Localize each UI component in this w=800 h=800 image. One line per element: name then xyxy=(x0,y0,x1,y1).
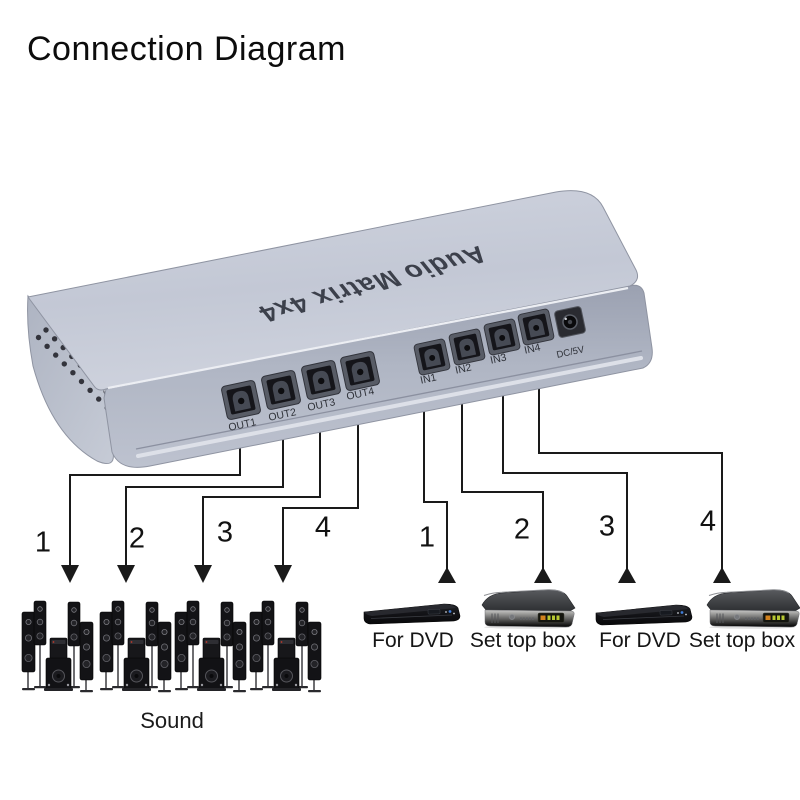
speaker-set-1 xyxy=(21,600,94,694)
port-out2 xyxy=(261,370,301,410)
line-in-1 xyxy=(423,398,448,583)
source-label-dvd-1: For DVD xyxy=(372,629,454,652)
arrow-down-icon xyxy=(274,565,292,583)
port-label-in1: IN1 xyxy=(419,371,438,386)
speaker-set-2 xyxy=(99,600,172,694)
input-connection-lines xyxy=(423,378,723,583)
line-out-2 xyxy=(125,426,284,567)
dvd-player-1 xyxy=(363,603,461,625)
arrow-up-icon xyxy=(713,567,731,583)
arrow-down-icon xyxy=(117,565,135,583)
speaker-set-3 xyxy=(174,600,247,694)
input-number-3: 3 xyxy=(598,510,616,543)
port-label-out1: OUT1 xyxy=(227,416,257,434)
set-top-box-1 xyxy=(481,589,576,630)
arrow-down-icon xyxy=(194,565,212,583)
input-number-1: 1 xyxy=(418,521,436,554)
input-arrowheads xyxy=(438,567,731,583)
arrow-up-icon xyxy=(534,567,552,583)
port-label-out2: OUT2 xyxy=(267,406,297,424)
line-out-4 xyxy=(282,410,359,567)
page-title: Connection Diagram xyxy=(27,30,346,68)
output-arrowheads xyxy=(61,565,292,583)
arrow-up-icon xyxy=(618,567,636,583)
line-out-3 xyxy=(202,418,321,567)
port-out1 xyxy=(221,380,261,420)
input-number-2: 2 xyxy=(513,513,531,546)
input-number-4: 4 xyxy=(699,505,717,538)
output-number-3: 3 xyxy=(216,516,234,549)
line-in-4 xyxy=(538,378,723,583)
line-in-2 xyxy=(461,393,544,583)
source-label-stb-1: Set top box xyxy=(469,629,577,652)
line-in-3 xyxy=(502,385,628,583)
port-label-out4: OUT4 xyxy=(345,385,375,403)
source-label-stb-2: Set top box xyxy=(688,629,796,652)
optical-in-ports xyxy=(413,308,555,376)
port-out3 xyxy=(301,360,341,400)
optical-out-ports xyxy=(221,351,380,420)
port-label-out3: OUT3 xyxy=(306,396,336,414)
output-connection-lines xyxy=(69,410,359,567)
port-in1 xyxy=(413,338,451,376)
dvd-player-2 xyxy=(595,604,693,626)
arrow-down-icon xyxy=(61,565,79,583)
port-label-in2: IN2 xyxy=(454,361,473,376)
base-lip-highlight xyxy=(136,356,643,458)
line-out-1 xyxy=(69,434,241,567)
port-labels: OUT1 OUT2 OUT3 OUT4 IN1 IN2 IN3 IN4 DC/5… xyxy=(227,341,586,433)
speaker-set-4 xyxy=(249,600,322,694)
device-top-face xyxy=(27,190,639,391)
output-number-1: 1 xyxy=(34,526,52,559)
port-label-in4: IN4 xyxy=(523,341,542,356)
set-top-box-2 xyxy=(706,589,800,630)
base-seam xyxy=(135,350,643,450)
output-number-2: 2 xyxy=(128,522,146,555)
port-label-in3: IN3 xyxy=(489,351,508,366)
top-front-edge-highlight xyxy=(107,286,629,390)
port-in2 xyxy=(448,328,486,366)
output-number-4: 4 xyxy=(314,511,332,544)
dc-power-jack xyxy=(554,306,586,338)
port-in4 xyxy=(517,308,555,346)
source-label-dvd-2: For DVD xyxy=(599,629,681,652)
audio-matrix-device: Audio Matrix 4x4 xyxy=(27,190,653,468)
port-out4 xyxy=(340,351,380,391)
port-in3 xyxy=(483,318,521,356)
sound-label: Sound xyxy=(140,708,204,733)
device-side-face xyxy=(27,294,114,464)
arrow-up-icon xyxy=(438,567,456,583)
